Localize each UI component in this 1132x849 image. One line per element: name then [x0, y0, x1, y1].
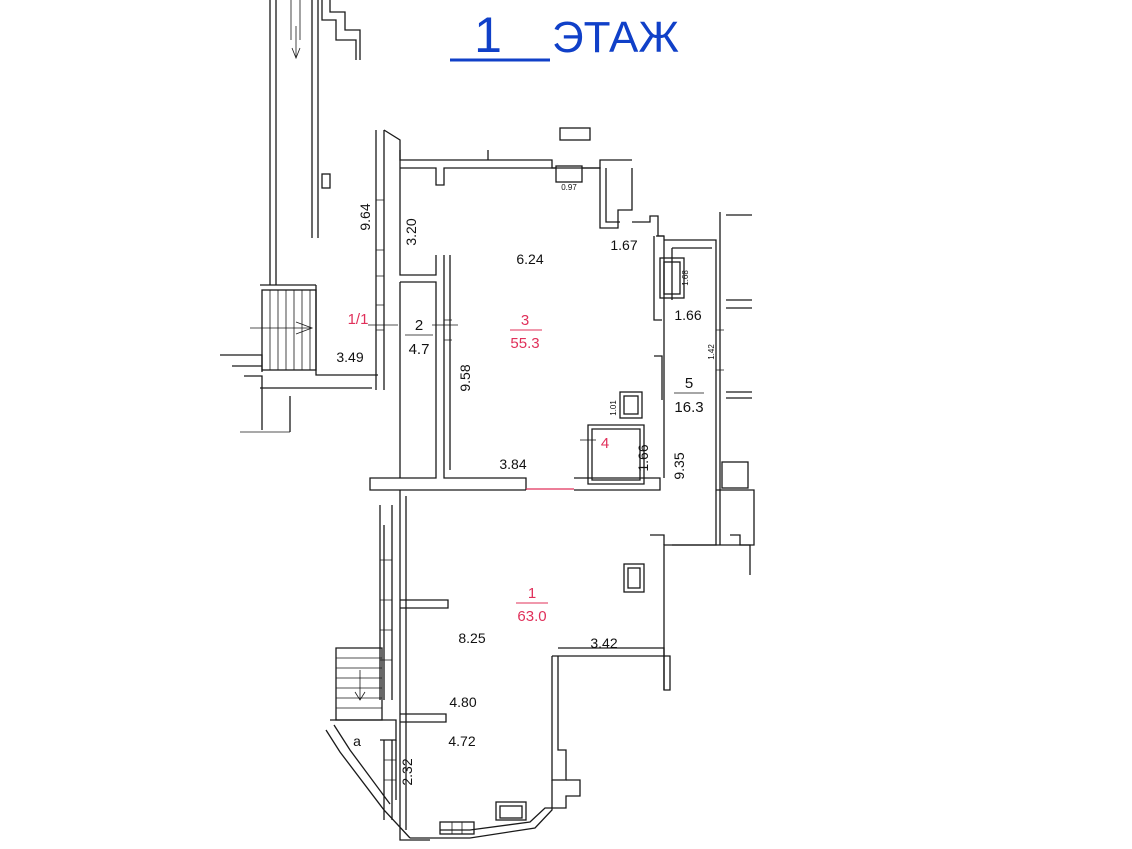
floor-title: 1 ЭТАЖ	[450, 7, 679, 63]
stair-label-a: a	[353, 733, 361, 749]
dim-8-25: 8.25	[458, 630, 485, 646]
dim-0-97: 0.97	[561, 183, 577, 192]
dim-1-01: 1.01	[609, 400, 618, 416]
dim-4-80: 4.80	[449, 694, 476, 710]
dim-1-67: 1.67	[610, 237, 637, 253]
stair-arrow-down-icon	[291, 26, 301, 60]
dim-1-68: 1.68	[681, 270, 690, 286]
room-5-area: 16.3	[674, 399, 703, 416]
premises-walls	[325, 127, 755, 841]
room-5-number: 5	[685, 375, 693, 392]
column-room-1	[623, 563, 645, 593]
outer-left-structure	[220, 0, 378, 433]
dim-3-84: 3.84	[499, 456, 526, 472]
dim-9-58: 9.58	[457, 364, 473, 391]
dim-1-66-room-4: 1.66	[635, 444, 651, 471]
room-2-number: 2	[415, 317, 423, 334]
dim-3-20: 3.20	[403, 218, 419, 245]
dim-3-42: 3.42	[590, 635, 617, 651]
floor-number: 1	[474, 7, 502, 63]
dim-9-64: 9.64	[357, 203, 373, 230]
dim-1-42: 1.42	[707, 344, 716, 360]
room-3-area: 55.3	[510, 335, 539, 352]
dim-9-35: 9.35	[671, 452, 687, 479]
room-2-area: 4.7	[409, 341, 430, 358]
room-4-number: 4	[601, 435, 609, 452]
dim-6-24: 6.24	[516, 251, 543, 267]
room-3-number: 3	[521, 312, 529, 329]
dim-4-72: 4.72	[448, 733, 475, 749]
dim-2-32: 2.32	[399, 758, 415, 785]
dimension-labels: 9.64 3.20 6.24 1.67 0.97 1.68 1.66 1.42 …	[336, 183, 716, 786]
room-1-number: 1	[528, 585, 536, 602]
room-1-1-number: 1/1	[348, 311, 369, 328]
dim-3-49: 3.49	[336, 349, 363, 365]
floor-word: ЭТАЖ	[552, 13, 679, 62]
room-1-area: 63.0	[517, 608, 546, 625]
dim-1-66-room-5: 1.66	[674, 307, 701, 323]
radiator-top	[555, 165, 583, 183]
room-labels: 3 55.3 2 4.7 1/1 4 5 16.3 1 63.0	[348, 311, 704, 625]
